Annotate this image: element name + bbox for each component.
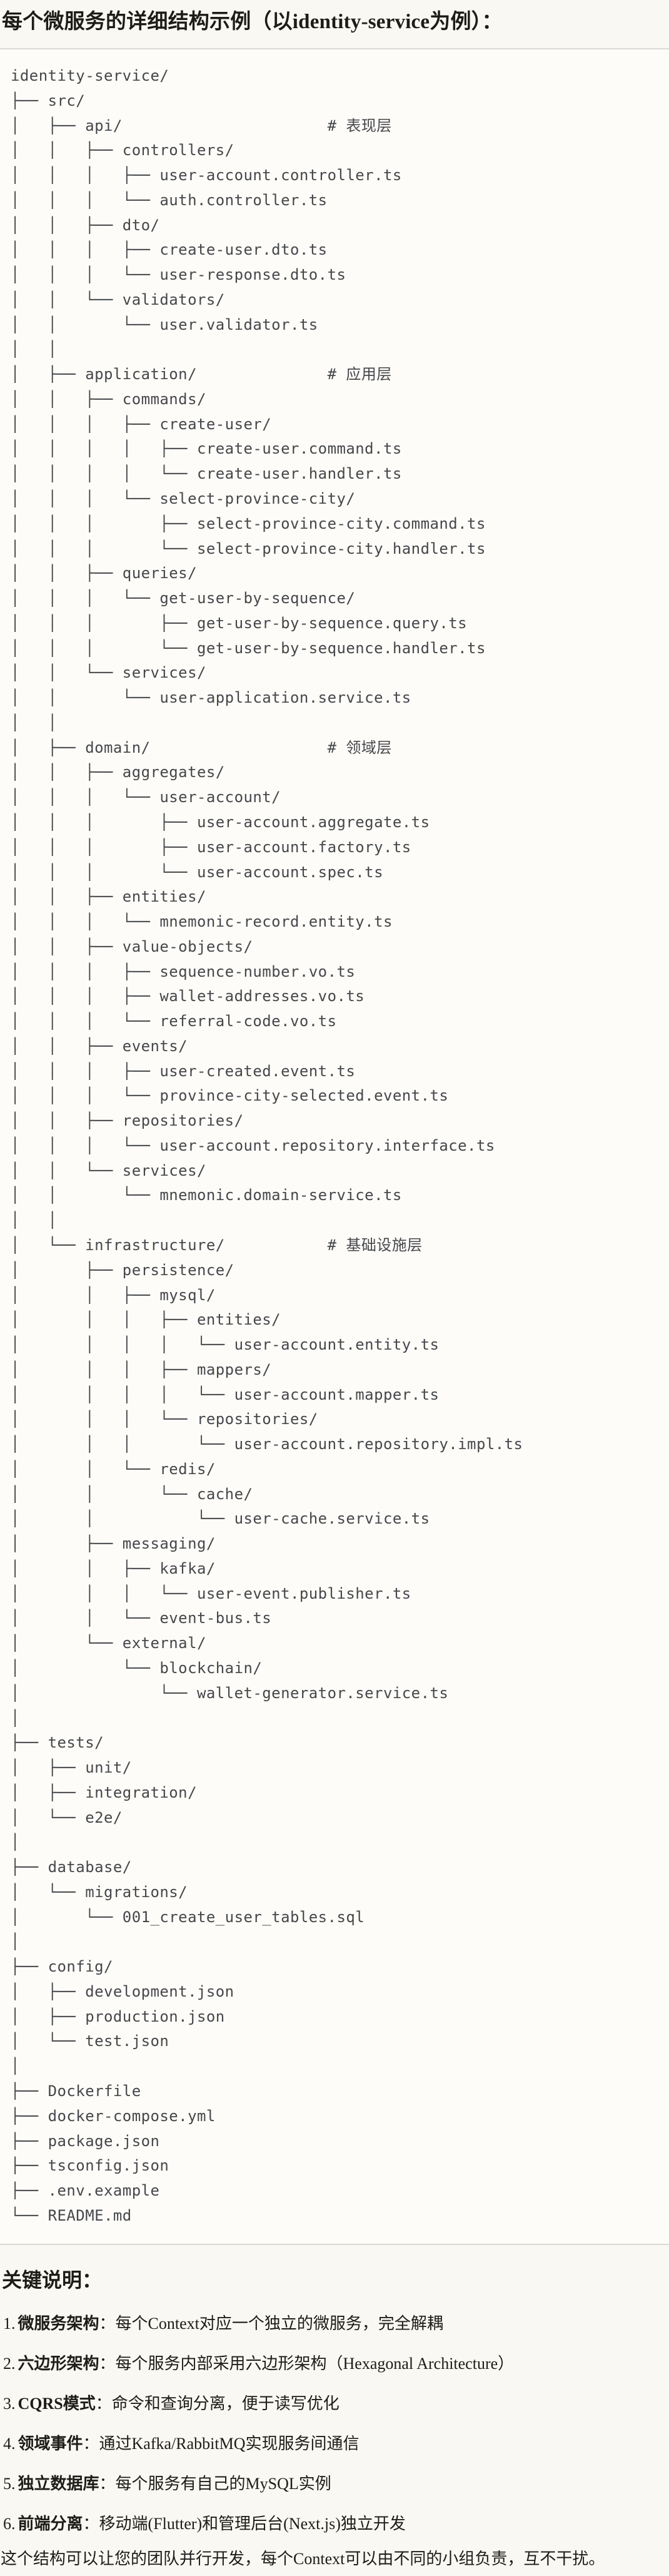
note-description: 每个服务内部采用六边形架构（Hexagonal Architecture） (115, 2354, 515, 2373)
note-term: 领域事件 (18, 2434, 83, 2453)
note-description: 每个Context对应一个独立的微服务，完全解耦 (115, 2314, 443, 2333)
note-description: 命令和查询分离，便于读写优化 (111, 2394, 340, 2413)
note-description: 每个服务有自己的MySQL实例 (115, 2474, 331, 2493)
file-tree: identity-service/ ├── src/ │ ├── api/ # … (11, 67, 523, 2224)
note-colon: ： (99, 2474, 116, 2493)
note-colon: ： (83, 2514, 99, 2533)
note-colon: ： (99, 2314, 116, 2333)
note-number: 3. (3, 2394, 16, 2413)
note-number: 1. (3, 2314, 16, 2333)
note-item-5: 5.独立数据库：每个服务有自己的MySQL实例 (0, 2474, 669, 2494)
note-item-6: 6.前端分离：移动端(Flutter)和管理后台(Next.js)独立开发 (0, 2514, 669, 2534)
note-item-2: 2.六边形架构：每个服务内部采用六边形架构（Hexagonal Architec… (0, 2354, 669, 2374)
note-term: 微服务架构 (18, 2314, 99, 2333)
note-item-4: 4.领域事件：通过Kafka/RabbitMQ实现服务间通信 (0, 2434, 669, 2454)
file-tree-panel: identity-service/ ├── src/ │ ├── api/ # … (0, 48, 669, 2245)
note-term: CQRS模式 (18, 2394, 96, 2413)
note-description: 通过Kafka/RabbitMQ实现服务间通信 (99, 2434, 360, 2453)
closing-paragraph: 这个结构可以让您的团队并行开发，每个Context可以由不同的小组负责，互不干扰… (1, 2549, 605, 2568)
note-colon: ： (95, 2394, 112, 2413)
note-number: 6. (3, 2514, 16, 2533)
note-item-3: 3.CQRS模式：命令和查询分离，便于读写优化 (0, 2394, 669, 2414)
notes-section: 关键说明： 1.微服务架构：每个Context对应一个独立的微服务，完全解耦 2… (0, 2266, 669, 2569)
note-description: 移动端(Flutter)和管理后台(Next.js)独立开发 (99, 2514, 406, 2533)
page-title: 每个微服务的详细结构示例（以identity-service为例）： (2, 11, 503, 33)
note-colon: ： (99, 2354, 116, 2373)
note-term: 六边形架构 (18, 2354, 99, 2373)
note-number: 5. (3, 2474, 16, 2493)
note-number: 4. (3, 2434, 16, 2453)
note-term: 前端分离 (18, 2514, 83, 2533)
note-colon: ： (83, 2434, 99, 2453)
note-term: 独立数据库 (18, 2474, 99, 2493)
note-item-1: 1.微服务架构：每个Context对应一个独立的微服务，完全解耦 (0, 2314, 669, 2334)
notes-heading: 关键说明： (2, 2268, 103, 2291)
note-number: 2. (3, 2354, 16, 2373)
notes-list: 1.微服务架构：每个Context对应一个独立的微服务，完全解耦 2.六边形架构… (0, 2314, 669, 2534)
